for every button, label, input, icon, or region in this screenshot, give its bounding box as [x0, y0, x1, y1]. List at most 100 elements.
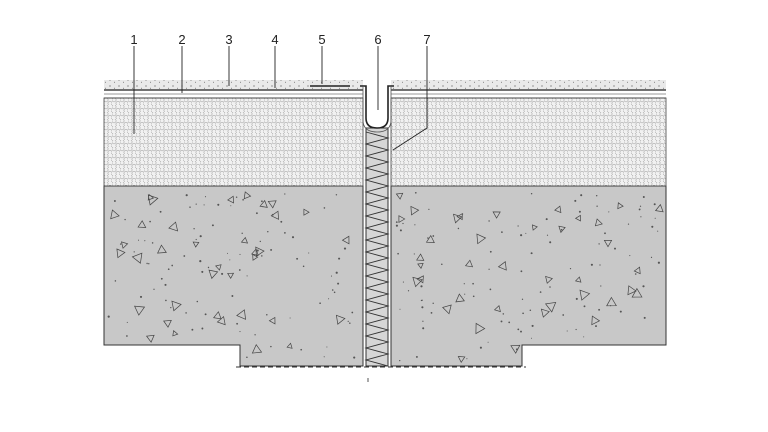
aggregate-dot	[441, 263, 443, 266]
aggregate-dot	[546, 234, 549, 236]
aggregate-dot	[308, 252, 310, 254]
aggregate-stone	[157, 244, 167, 254]
aggregate-dot	[407, 290, 410, 292]
aggregate-dot	[574, 199, 577, 202]
aggregate-dot	[521, 298, 524, 300]
aggregate-stone	[303, 208, 310, 216]
joint-seal-profile	[360, 85, 394, 133]
aggregate-dot	[207, 266, 210, 269]
aggregate-dot	[488, 268, 490, 270]
aggregate-dot	[171, 264, 174, 267]
aggregate-dot	[508, 321, 511, 324]
aggregate-dot	[331, 289, 334, 291]
aggregate-dot	[422, 320, 424, 322]
aggregate-stone	[633, 266, 641, 275]
aggregate-stone	[574, 214, 581, 222]
aggregate-dot	[530, 193, 533, 195]
aggregate-dot	[195, 203, 197, 205]
aggregate-stone	[134, 305, 146, 316]
aggregate-stone	[412, 276, 423, 288]
aggregate-stone	[251, 344, 263, 354]
aggregate-dot	[522, 312, 524, 315]
aggregate-dot	[255, 212, 258, 215]
aggregate-dot	[114, 280, 117, 282]
aggregate-dot	[239, 253, 241, 255]
aggregate-stone	[531, 224, 538, 231]
aggregate-dot	[487, 341, 489, 343]
aggregate-dot	[627, 223, 630, 225]
aggregate-dot	[515, 348, 519, 351]
aggregate-dot	[148, 263, 150, 265]
aggregate-dot	[650, 256, 653, 259]
aggregate-stone	[594, 218, 603, 227]
aggregate-dot	[414, 224, 416, 226]
aggregate-dot	[432, 302, 434, 305]
aggregate-stone	[591, 315, 601, 326]
aggregate-dot	[432, 235, 435, 237]
aggregate-dot	[596, 205, 598, 207]
aggregate-dot	[185, 312, 187, 314]
aggregate-dot	[133, 251, 135, 253]
aggregate-dot	[189, 206, 191, 208]
aggregate-dot	[402, 222, 404, 225]
aggregate-stone	[464, 259, 474, 268]
aggregate-dot	[246, 356, 248, 359]
aggregate-dot	[239, 331, 241, 333]
aggregate-dot	[204, 313, 207, 316]
aggregate-stone	[341, 235, 350, 245]
aggregate-dot	[271, 213, 274, 216]
aggregate-dot	[254, 334, 256, 336]
aggregate-dot	[598, 243, 600, 245]
aggregate-dot	[259, 240, 261, 243]
joint-filler	[364, 127, 390, 367]
aggregate-dot	[427, 237, 429, 239]
aggregate-dot	[284, 232, 286, 234]
aggregate-dot	[217, 203, 220, 206]
aggregate-stone	[579, 289, 591, 301]
aggregate-dot	[422, 327, 425, 330]
aggregate-dot	[530, 337, 533, 339]
callout-2: 2	[178, 32, 185, 47]
aggregate-dot	[619, 310, 622, 313]
aggregate-dot	[397, 252, 399, 255]
aggregate-dot	[614, 247, 616, 250]
aggregate-dot	[335, 194, 338, 196]
aggregate-dot	[598, 308, 601, 311]
aggregate-dot	[165, 299, 167, 302]
aggregate-stone	[227, 272, 235, 279]
aggregate-stone	[416, 275, 424, 284]
aggregate-stone	[243, 191, 252, 200]
aggregate-stone	[410, 205, 420, 216]
joint-filler-zigzag	[364, 131, 390, 367]
aggregate-dot	[489, 288, 492, 291]
aggregate-dot	[415, 355, 418, 358]
aggregate-dot	[566, 330, 568, 332]
aggregate-stone	[121, 241, 129, 249]
aggregate-dot	[609, 304, 612, 307]
callout-4: 4	[271, 32, 278, 47]
aggregate-dot	[488, 220, 490, 222]
aggregate-stone	[416, 253, 425, 261]
aggregate-stone	[259, 199, 268, 208]
aggregate-dot	[500, 320, 503, 323]
aggregate-dot	[461, 213, 464, 215]
aggregate-dot	[204, 196, 207, 198]
aggregate-dot	[126, 335, 128, 337]
aggregate-dot	[580, 194, 583, 197]
aggregate-dot	[221, 272, 224, 275]
aggregate-dot	[629, 255, 631, 257]
aggregate-dot	[529, 309, 532, 311]
aggregate-dot	[501, 231, 503, 233]
aggregate-dot	[347, 320, 349, 322]
aggregate-stone	[216, 315, 226, 326]
aggregate-dot	[337, 282, 340, 285]
concrete-slab-right	[390, 185, 667, 367]
aggregate-dot	[545, 218, 548, 221]
aggregate-stone	[145, 334, 155, 343]
callout-labels: 1 2 3 4 5 6 7	[130, 32, 430, 47]
aggregate-dot	[583, 336, 585, 338]
aggregate-dot	[185, 194, 188, 197]
aggregate-stone	[255, 246, 265, 257]
aggregate-dot	[639, 205, 642, 207]
aggregate-dot	[226, 252, 229, 254]
